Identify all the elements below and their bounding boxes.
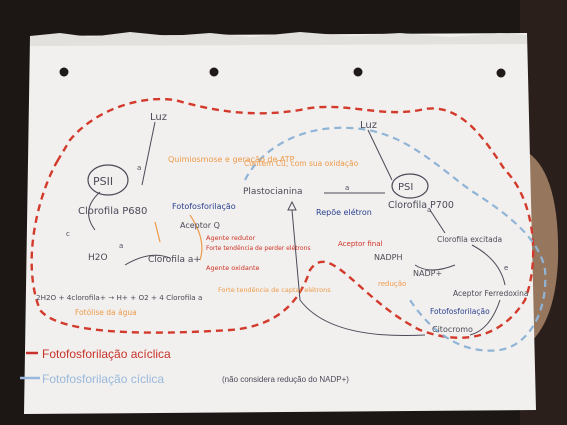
legend-aciclica: Fotofosforilação acíclica [42,347,171,361]
clorofila-p680-label: Clorofila P680 [78,206,147,217]
orange-decor [154,214,203,261]
letter-a-1: a [137,164,141,172]
psii-label: PSII [93,175,113,188]
legend-ciclica-note: (não considera redução do NADP+) [222,375,349,384]
luz-right-label: Luz [360,120,377,131]
letter-c: c [66,230,70,238]
binder-hole [496,68,506,78]
citocromo-label: Citocromo [432,325,473,334]
binder-hole [59,67,69,77]
aceptor-q-label: Aceptor Q [180,221,220,230]
reducao-label: redução [378,280,406,288]
aceptor-ferredoxina-label: Aceptor Ferredoxina [453,289,529,298]
paper-torn-edge [30,32,527,46]
plastocianina-label: Plastocianina [243,187,303,197]
agente-redutor-label: Agente redutor [206,234,256,242]
letter-a-3: a [345,184,349,192]
fotofosforilacao-mid-label: Fotofosforilação [172,202,236,211]
psi-label: PSI [398,182,413,193]
equation-label: 2H2O + 4clorofila+ → H+ + O2 + 4 Clorofi… [36,293,202,302]
forte-captar-label: Forte tendência de captar elétrons [218,286,331,294]
luz-left-label: Luz [150,112,167,123]
clorofila-excitada-label: Clorofila excitada [437,235,502,244]
fotofosforilacao-right-label: Fotofosforilação [430,307,490,316]
clorofila-p700-label: Clorofila P700 [388,200,454,211]
psi-circle [391,173,429,199]
nadph-label: NADPH [374,253,402,262]
contem-cu-label: Contém Cu, com sua oxidação [244,159,359,168]
clorofila-a-plus-label: Clorofila a+ [148,255,201,265]
psii-circle [87,164,129,196]
agente-oxidante-label: Agente oxidante [206,264,260,272]
fotolise-label: Fotólise da água [75,308,137,317]
h2o-label: H2O [88,253,108,263]
binder-hole [353,67,363,77]
binder-hole [209,67,219,77]
paper-sheet [24,33,536,414]
repoe-eletron-label: Repõe elétron [316,207,372,217]
cyclic-boundary [244,126,547,352]
connector-arrows [88,121,506,337]
nadp-plus-label: NADP+ [413,269,442,278]
letter-e: e [504,264,508,272]
letter-a-2: a [119,242,123,250]
quimiosmose-label: Quimiosmose e geração de ATP [168,155,295,164]
forte-perder-label: Forte tendência de perder elétrons [206,245,311,252]
aceptor-final-label: Aceptor final [338,240,383,248]
letter-a-4: a [427,206,431,214]
legend-ciclica: Fotofosforilação cíclica [42,372,164,386]
